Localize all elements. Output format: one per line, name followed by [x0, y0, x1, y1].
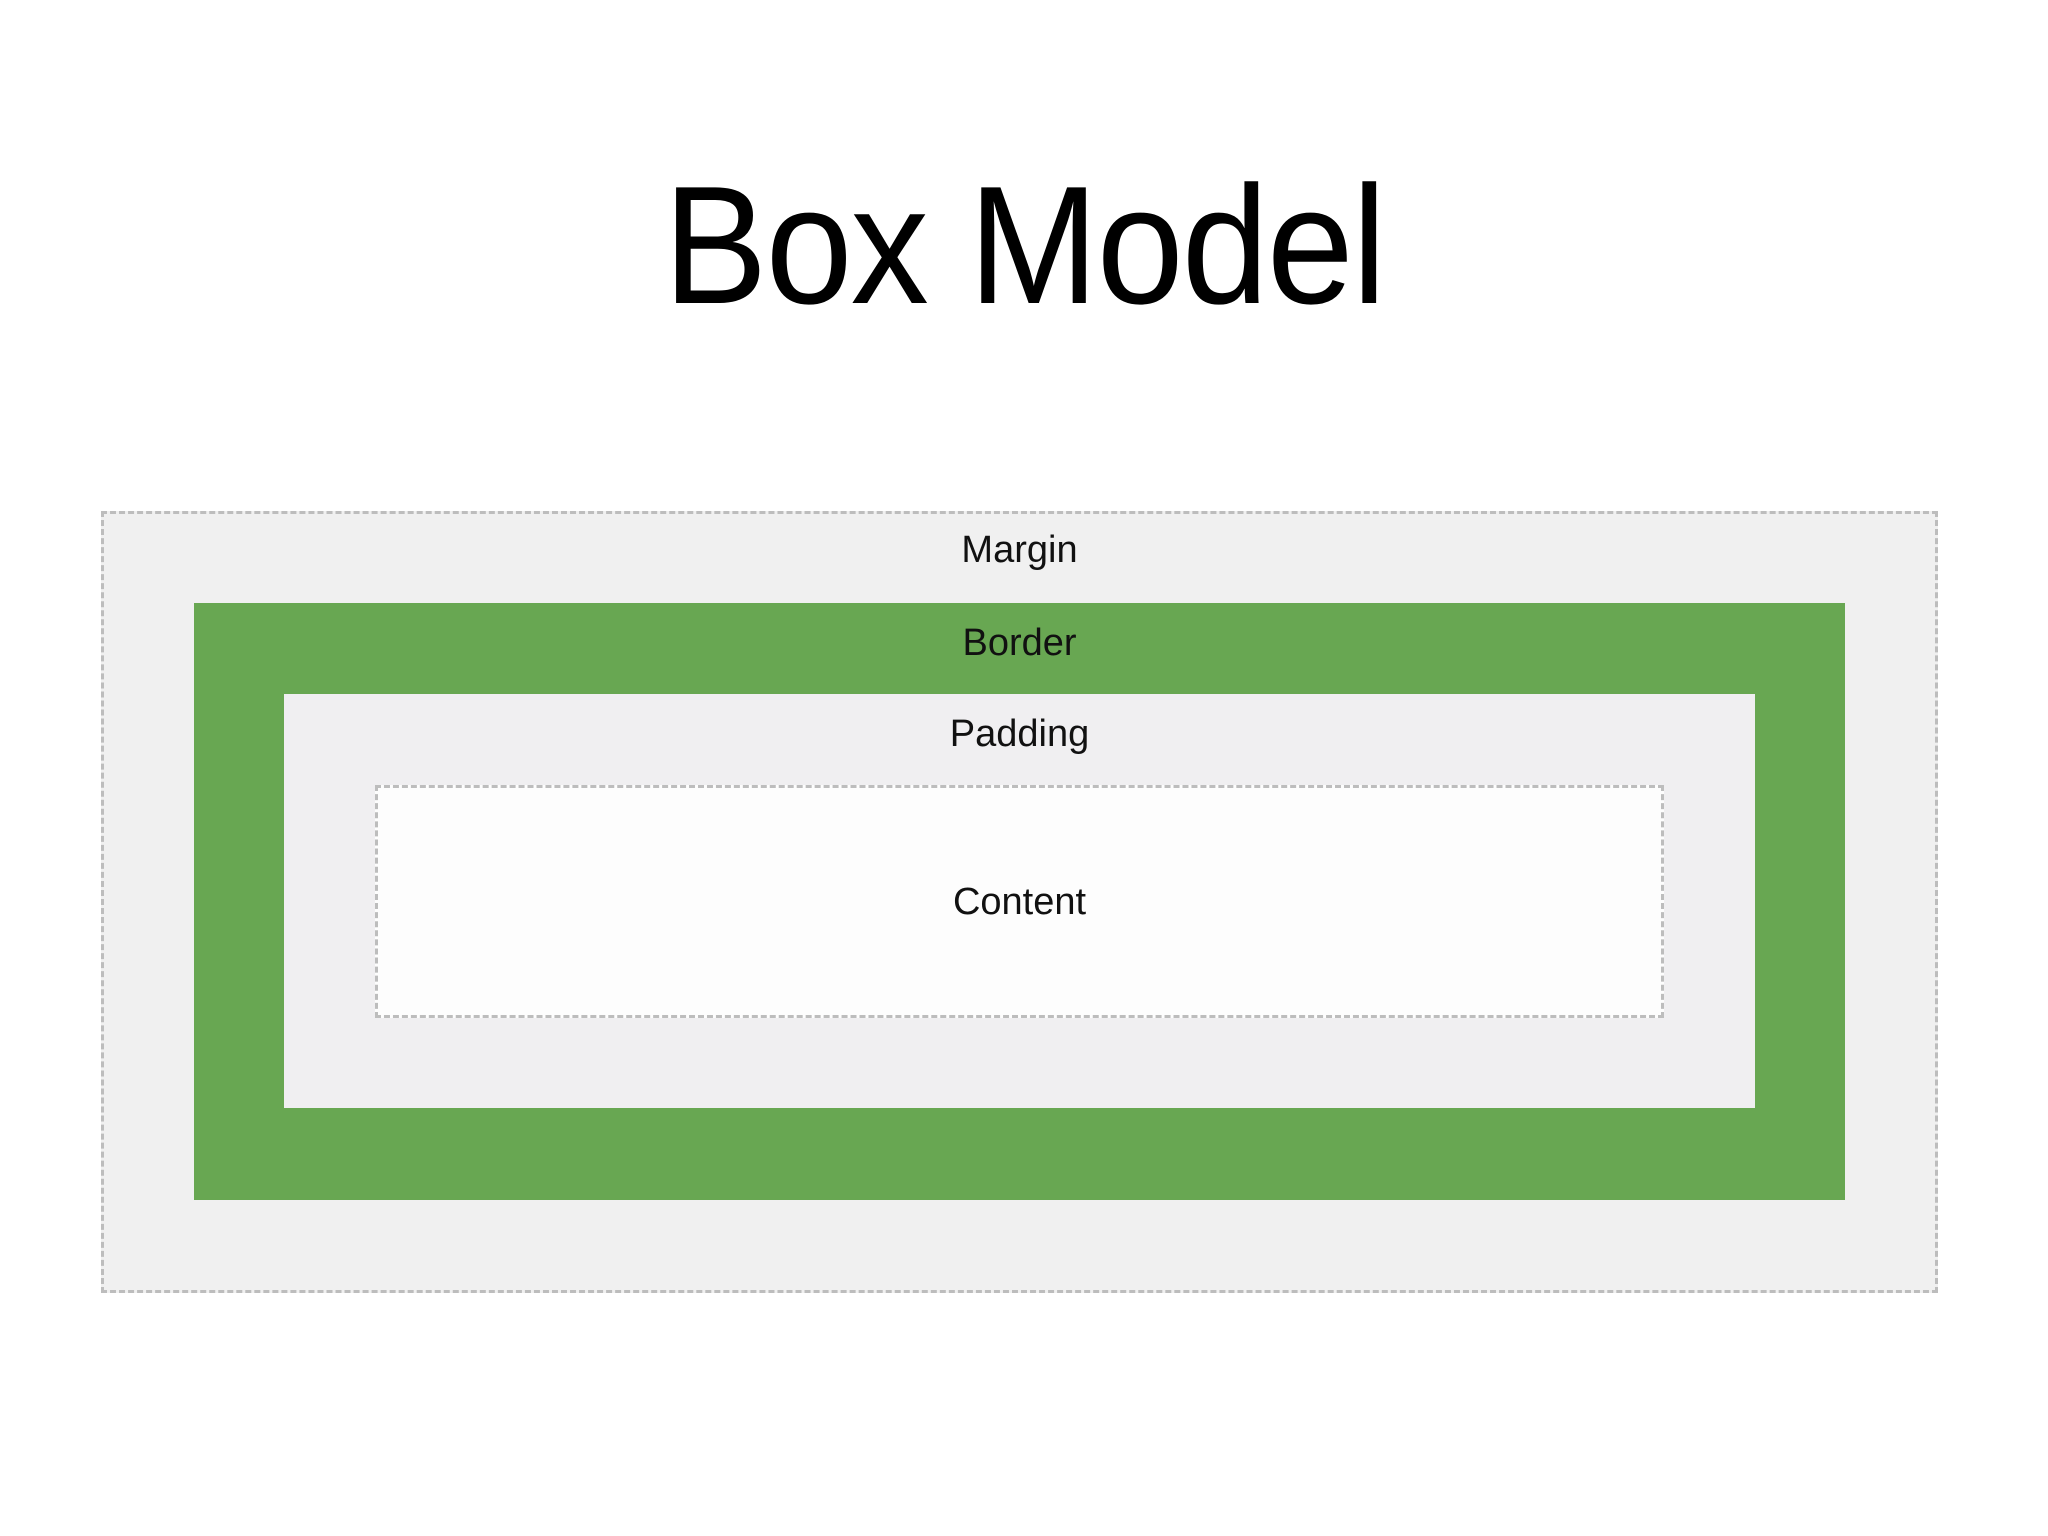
margin-label: Margin — [961, 529, 1078, 571]
padding-label: Padding — [949, 713, 1090, 755]
page-title: Box Model — [663, 151, 1386, 339]
content-label: Content — [952, 881, 1087, 923]
content-box: Content — [375, 785, 1664, 1018]
border-label: Border — [962, 622, 1077, 664]
